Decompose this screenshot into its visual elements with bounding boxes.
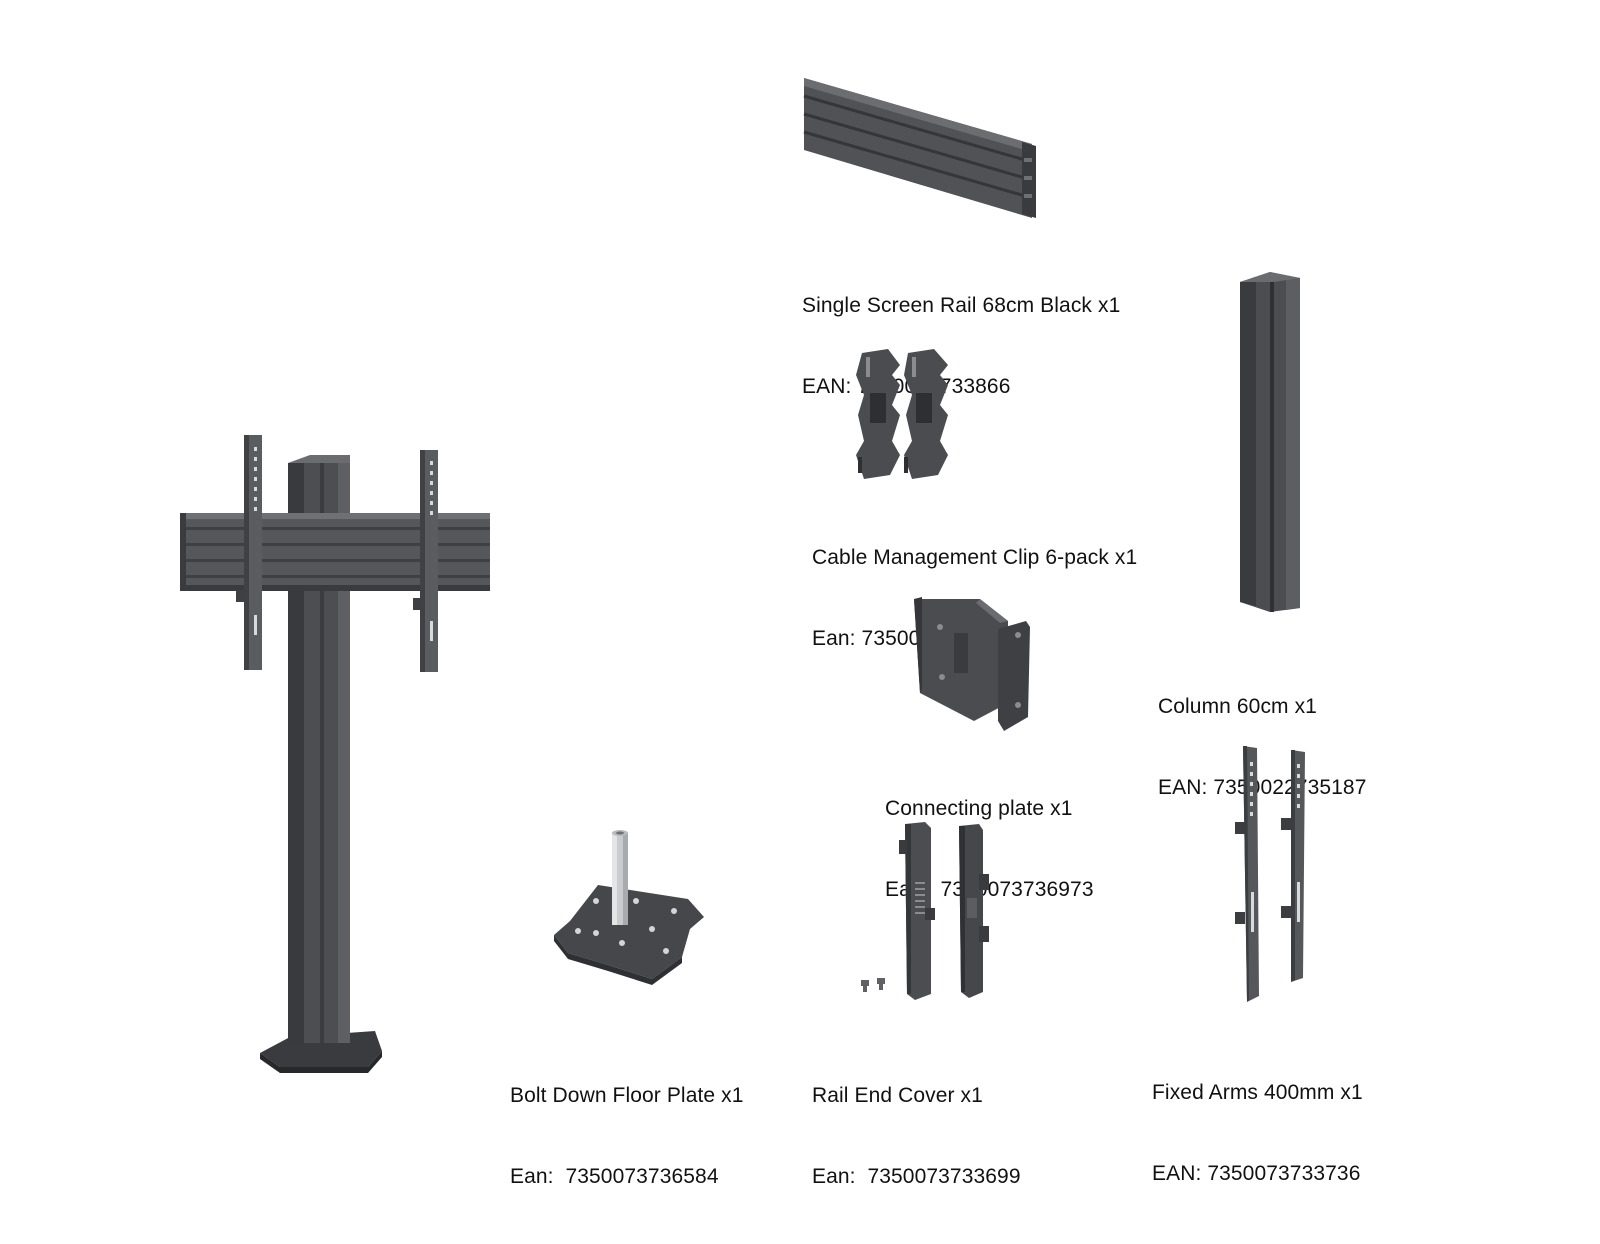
connecting-plate-name: Connecting plate x1: [885, 797, 1073, 820]
connecting-plate-illustration: [914, 597, 1030, 731]
column-name: Column 60cm x1: [1158, 695, 1317, 718]
bolt-down-floor-plate-name: Bolt Down Floor Plate x1: [510, 1084, 744, 1107]
product-parts-sheet: Single Screen Rail 68cm Black x1 EAN: 73…: [180, 78, 1366, 1188]
fixed-arms-caption: Fixed Arms 400mm x1 EAN: 7350073733736: [1152, 1025, 1363, 1241]
single-screen-rail-name: Single Screen Rail 68cm Black x1: [802, 294, 1121, 317]
fixed-arms-ean: EAN: 7350073733736: [1152, 1162, 1361, 1185]
rail-end-cover-name: Rail End Cover x1: [812, 1084, 983, 1107]
rail-end-cover-ean: Ean: 7350073733699: [812, 1165, 1021, 1188]
cable-management-clip-illustration: [856, 349, 948, 479]
bolt-down-floor-plate-caption: Bolt Down Floor Plate x1 Ean: 7350073736…: [510, 1028, 744, 1244]
rail-end-cover-illustration: [861, 822, 989, 1000]
single-screen-rail-caption: Single Screen Rail 68cm Black x1 EAN: 73…: [802, 238, 1120, 454]
single-screen-rail-illustration: [803, 78, 1036, 218]
main-stand-illustration: [180, 435, 490, 1073]
bolt-down-floor-plate-illustration: [554, 830, 704, 985]
single-screen-rail-ean: EAN: 7350073733866: [802, 375, 1011, 398]
fixed-arms-name: Fixed Arms 400mm x1: [1152, 1081, 1363, 1104]
column-illustration: [1240, 272, 1300, 612]
rail-end-cover-caption: Rail End Cover x1 Ean: 7350073733699: [812, 1028, 1021, 1244]
bolt-down-floor-plate-ean: Ean: 7350073736584: [510, 1165, 719, 1188]
cable-management-clip-name: Cable Management Clip 6-pack x1: [812, 546, 1138, 569]
fixed-arms-illustration: [1235, 746, 1305, 1002]
